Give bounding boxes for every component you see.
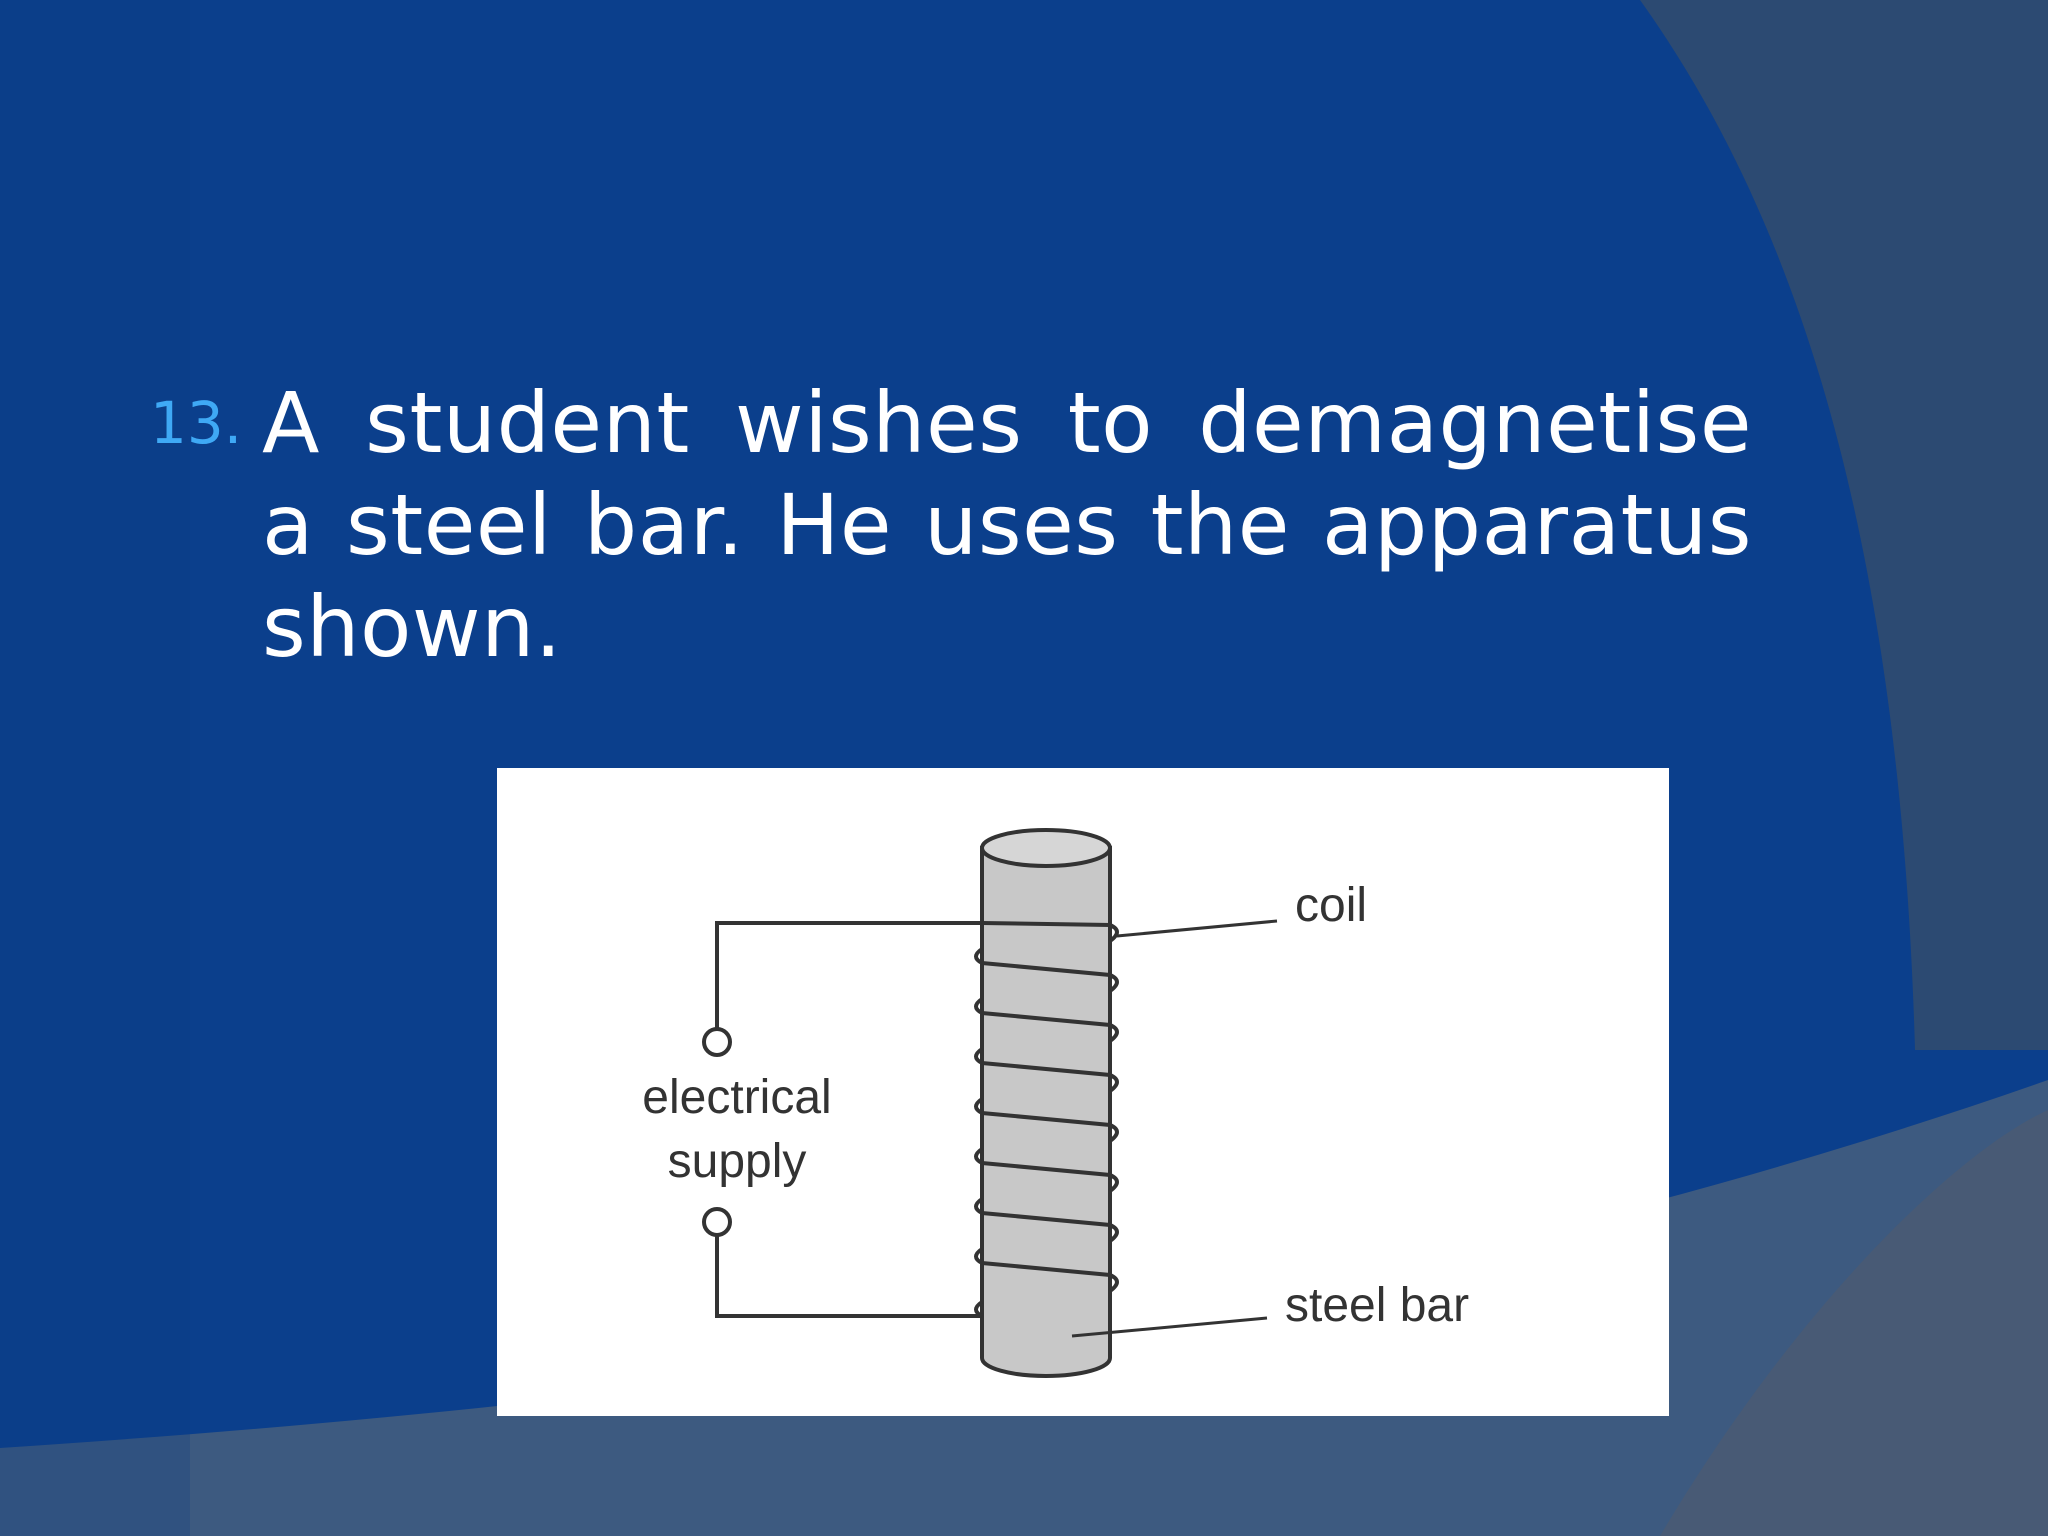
left-shade [0, 0, 190, 1536]
steel-bar-top [980, 828, 1112, 868]
steel-bar-leader-line [1071, 1316, 1268, 1338]
question-text: A student wishes to demagnetise a steel … [262, 374, 1752, 676]
right-arc-shape [1640, 0, 2048, 1050]
coil-windings [974, 921, 1119, 1318]
diagram-drawing [702, 828, 1278, 1378]
corner-wave-shape [1660, 1110, 2048, 1536]
apparatus-diagram: coil steel bar electrical supply [497, 768, 1669, 1416]
coil-leader-line [1116, 919, 1278, 938]
coil-label: coil [1295, 879, 1368, 932]
terminal-bottom [702, 1207, 732, 1237]
wire-bottom [715, 1235, 982, 1318]
bottom-wave-shape [0, 1080, 2048, 1536]
question-number: 13. [150, 389, 243, 457]
steel-bar-label: steel bar [1285, 1279, 1470, 1332]
electrical-supply-label: electrical supply [642, 1071, 832, 1188]
steel-bar-body [980, 846, 1112, 1378]
terminal-top [702, 1027, 732, 1057]
wire-top [715, 921, 982, 1040]
